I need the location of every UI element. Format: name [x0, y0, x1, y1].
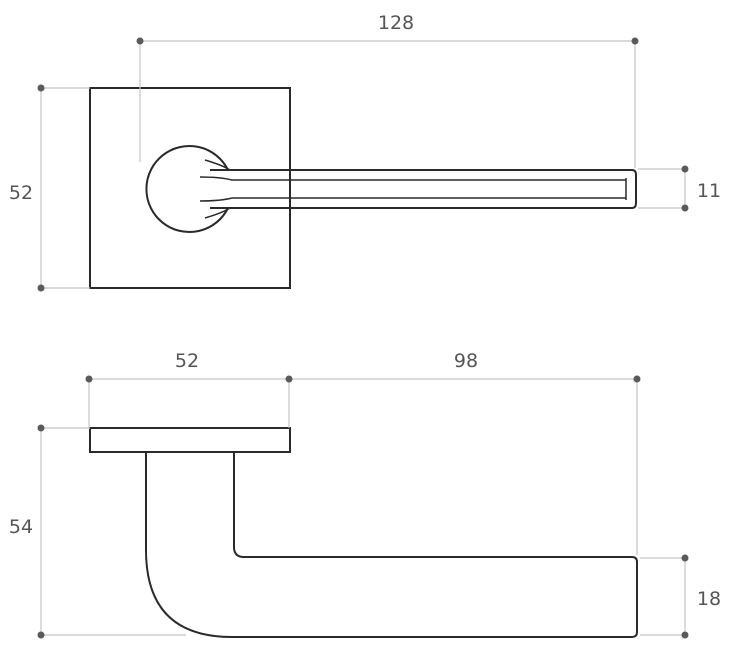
- dimension-128: 128: [136, 12, 639, 168]
- dimension-label: 11: [697, 180, 721, 202]
- dimension-label: 52: [175, 350, 199, 372]
- lever-top-inner-lines: [199, 159, 627, 219]
- rose-plate: [89, 427, 291, 453]
- lever-side-outline: [145, 452, 638, 638]
- dimension-label: 52: [9, 182, 33, 204]
- dimension-52-98: 52 98: [85, 350, 641, 555]
- dimension-label: 98: [454, 350, 478, 372]
- dimension-11: 11: [638, 165, 721, 212]
- dimension-label: 18: [697, 588, 721, 610]
- round-rose: [145, 145, 229, 233]
- dimension-18: 18: [640, 554, 721, 639]
- dimension-54: 54: [9, 424, 186, 639]
- dimension-52-rose-height: 52: [9, 84, 90, 292]
- top-view: 128 52 11: [9, 12, 721, 292]
- side-view: 52 98 54 18: [9, 350, 721, 639]
- lever-top-outline: [210, 169, 637, 209]
- dimension-label: 54: [9, 516, 33, 538]
- square-rose: [89, 87, 291, 289]
- dimension-label: 128: [378, 12, 414, 34]
